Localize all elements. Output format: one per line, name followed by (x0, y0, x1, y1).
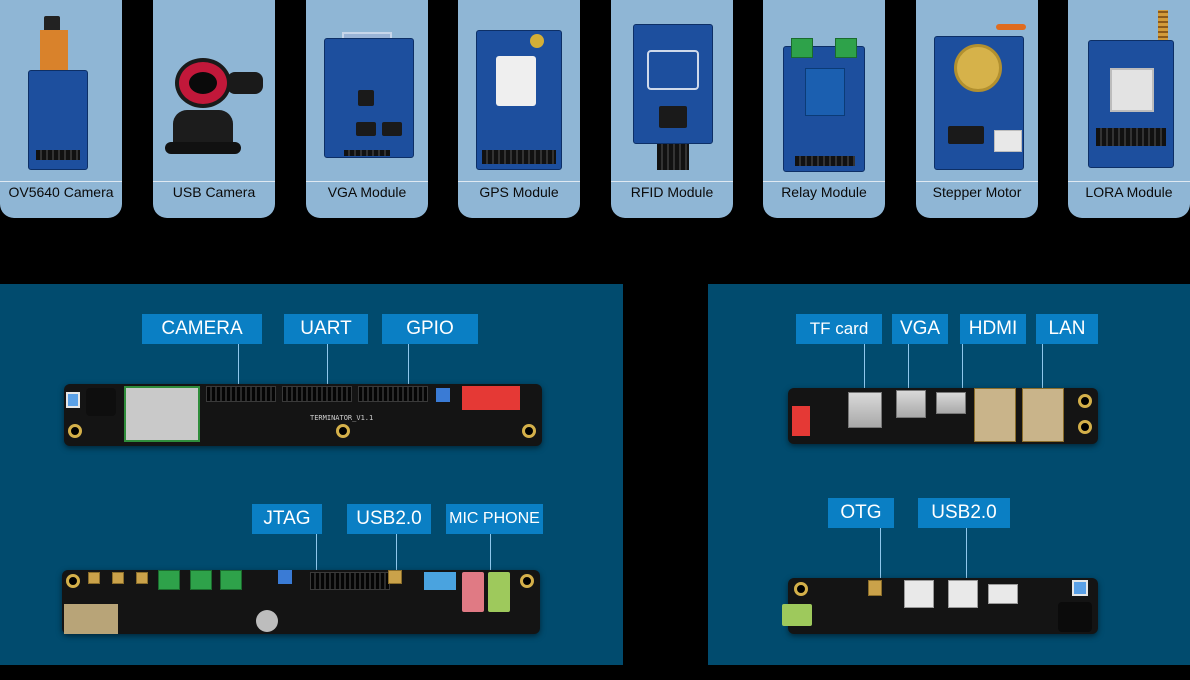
gps-board-icon (466, 10, 572, 176)
callout-line (490, 534, 491, 580)
io-board-front-view (788, 388, 1098, 444)
board-silkscreen: TERMINATOR_V1.1 (310, 414, 374, 422)
vga-board-icon (314, 10, 420, 176)
rfid-board-icon (619, 10, 725, 176)
module-label: RFID Module (611, 181, 733, 204)
module-label: USB Camera (153, 181, 275, 204)
label-jtag: JTAG (252, 504, 322, 534)
webcam-icon (161, 10, 267, 176)
callout-line (908, 344, 909, 400)
module-label: OV5640 Camera (0, 181, 122, 204)
label-gpio: GPIO (382, 314, 478, 344)
callout-line (327, 344, 328, 388)
relay-board-icon (771, 10, 877, 176)
camera-module-icon (8, 10, 114, 176)
callout-line (408, 344, 409, 388)
label-usb2-right: USB2.0 (918, 498, 1010, 528)
label-uart: UART (284, 314, 368, 344)
io-board-panel: TF card VGA HDMI LAN OTG USB2.0 (708, 284, 1190, 665)
callout-line (966, 528, 967, 590)
module-card-usb-camera[interactable]: USB Camera (153, 0, 275, 218)
label-usb2: USB2.0 (347, 504, 431, 534)
module-card-rfid[interactable]: RFID Module (611, 0, 733, 218)
label-vga: VGA (892, 314, 948, 344)
module-label: Relay Module (763, 181, 885, 204)
module-card-stepper-motor[interactable]: Stepper Motor (916, 0, 1038, 218)
callout-line (1042, 344, 1043, 400)
lora-board-icon (1076, 10, 1182, 176)
stepper-motor-icon (924, 10, 1030, 176)
label-otg: OTG (828, 498, 894, 528)
label-tf-card: TF card (796, 314, 882, 344)
callout-line (962, 344, 963, 400)
callout-line (864, 344, 865, 400)
main-board-back-view (62, 570, 540, 634)
callout-line (396, 534, 397, 580)
module-label: LORA Module (1068, 181, 1190, 204)
label-mic-phone: MIC PHONE (446, 504, 543, 534)
module-card-lora[interactable]: LORA Module (1068, 0, 1190, 218)
label-camera: CAMERA (142, 314, 262, 344)
module-card-gps[interactable]: GPS Module (458, 0, 580, 218)
callout-line (238, 344, 239, 388)
module-label: GPS Module (458, 181, 580, 204)
main-board-panel: CAMERA UART GPIO TERMINATOR_V1.1 JTAG US… (0, 284, 623, 665)
main-board-front-view: TERMINATOR_V1.1 (64, 384, 542, 446)
module-card-vga[interactable]: VGA Module (306, 0, 428, 218)
module-label: Stepper Motor (916, 181, 1038, 204)
module-label: VGA Module (306, 181, 428, 204)
label-hdmi: HDMI (960, 314, 1026, 344)
label-lan: LAN (1036, 314, 1098, 344)
callout-line (316, 534, 317, 580)
module-card-relay[interactable]: Relay Module (763, 0, 885, 218)
io-board-back-view (782, 578, 1098, 634)
callout-line (880, 528, 881, 590)
module-card-ov5640-camera[interactable]: OV5640 Camera (0, 0, 122, 218)
